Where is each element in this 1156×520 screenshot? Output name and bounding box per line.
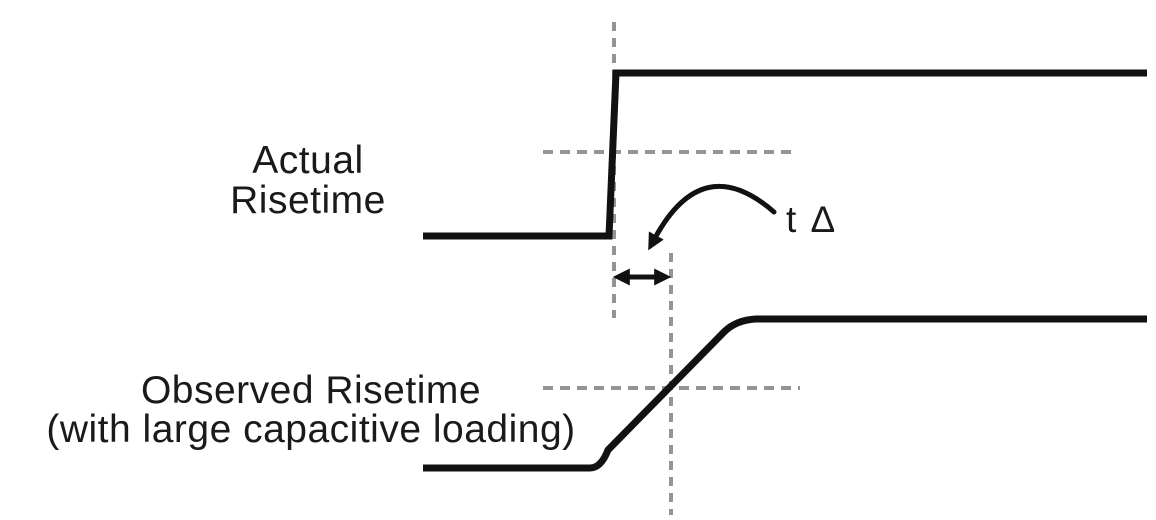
observed-risetime-waveform bbox=[423, 315, 1147, 472]
observed-risetime-label-line1: Observed Risetime bbox=[141, 369, 481, 412]
actual-risetime-waveform bbox=[423, 69, 1147, 240]
observed-risetime-label-line2: (with large capacitive loading) bbox=[46, 408, 575, 451]
delta-t-pointer-curved-arrow bbox=[648, 183, 777, 251]
t-delta-label: t Δ bbox=[786, 199, 837, 240]
actual-risetime-label-line1: Actual bbox=[252, 139, 363, 182]
actual-risetime-label-line2: Risetime bbox=[230, 179, 386, 222]
